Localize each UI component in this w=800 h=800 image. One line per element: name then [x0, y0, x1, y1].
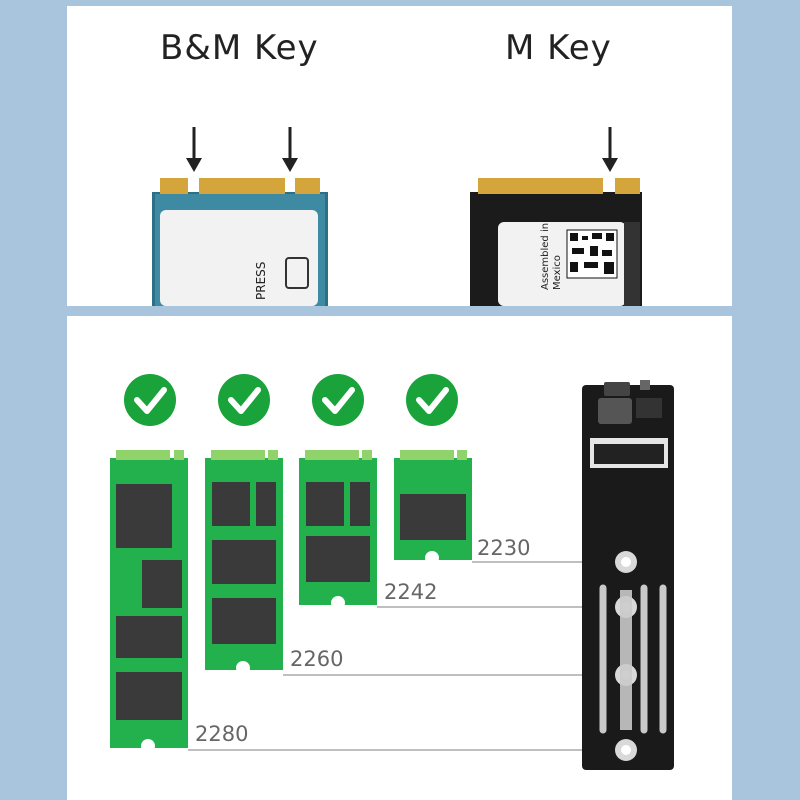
check-icon	[312, 374, 364, 426]
ssd-2280	[110, 450, 188, 753]
svg-text:Assembled in: Assembled in	[540, 223, 551, 290]
usb-c-port-icon	[604, 382, 630, 396]
check-icon	[218, 374, 270, 426]
svg-text:PRESS: PRESS	[254, 262, 268, 300]
m-key-title: M Key	[505, 28, 612, 68]
svg-text:Mexico: Mexico	[552, 255, 563, 290]
down-arrow-icon	[282, 127, 298, 172]
size-label-2280: 2280	[195, 722, 249, 746]
size-label-2230: 2230	[477, 536, 531, 560]
bm-key-title: B&M Key	[160, 28, 319, 68]
ssd-2230	[394, 450, 472, 565]
check-icon	[124, 374, 176, 426]
bm-key-ssd-image: PRESS	[152, 178, 328, 306]
ssd-enclosure	[582, 380, 674, 770]
m-key-ssd-image: Assembled in Mexico	[470, 178, 642, 306]
down-arrow-icon	[602, 127, 618, 172]
size-label-2242: 2242	[384, 580, 438, 604]
check-icon	[406, 374, 458, 426]
size-label-2260: 2260	[290, 647, 344, 671]
ssd-2242	[299, 450, 377, 610]
down-arrow-icon	[186, 127, 202, 172]
ssd-2260	[205, 450, 283, 675]
